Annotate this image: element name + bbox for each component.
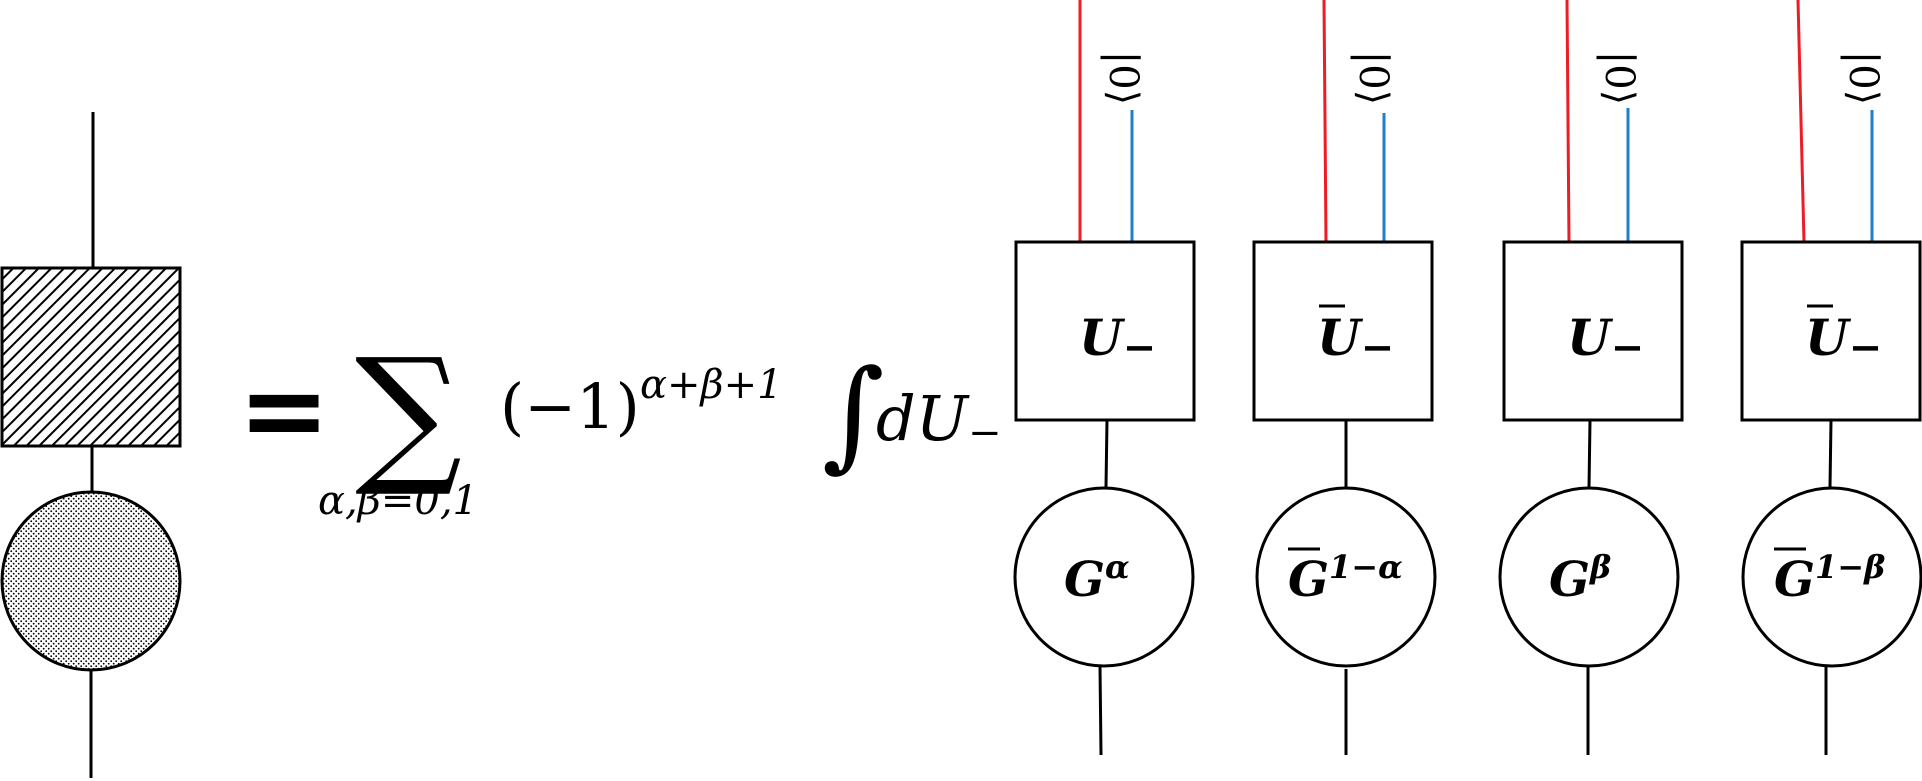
- equation: = ∑ α,β=0,1 (−1) α+β+1 ∫ dU−: [238, 327, 1001, 524]
- sum-subscript: α,β=0,1: [318, 478, 478, 524]
- red-leg: [1322, 0, 1328, 243]
- integral-symbol: ∫: [822, 345, 885, 484]
- gate-label: Gβ: [1549, 548, 1611, 608]
- middle-leg: [1104, 419, 1109, 488]
- gate-label: G1−α: [1288, 548, 1403, 608]
- unitary-label: U−: [1317, 308, 1394, 371]
- ket-zero-label: |0⟩: [1596, 51, 1642, 106]
- unitary-label: U−: [1079, 308, 1156, 371]
- gate-circle: [1013, 486, 1195, 668]
- red-leg: [1565, 0, 1571, 243]
- tensor-column-4: |0⟩ U− G1−β: [1740, 0, 1922, 755]
- tensor-column-1: |0⟩ U− Gα: [1013, 0, 1196, 756]
- red-leg: [1796, 0, 1806, 243]
- unitary-box: [1014, 240, 1196, 422]
- ket-zero-label: |0⟩: [1100, 51, 1146, 106]
- tensor-columns: |0⟩ U− Gα |0⟩ U− G1−α |0⟩ U− Gβ |0⟩ U− G1−β: [1013, 0, 1922, 756]
- equals-sign: =: [238, 346, 330, 474]
- bottom-leg: [1098, 665, 1103, 756]
- unitary-box: [1502, 240, 1684, 422]
- unitary-label: U−: [1805, 308, 1882, 371]
- gate-circle: [1498, 486, 1680, 668]
- gate-label: Gα: [1064, 548, 1130, 608]
- lhs-hatched-box: [0, 266, 182, 448]
- unitary-label: U−: [1567, 308, 1644, 371]
- ket-zero-label: |0⟩: [1840, 51, 1886, 106]
- sum-symbol: ∑: [355, 327, 462, 501]
- measure: dU−: [876, 382, 1001, 456]
- lhs-dotted-circle: [0, 490, 182, 672]
- ket-zero-label: |0⟩: [1350, 51, 1396, 106]
- middle-leg: [1828, 419, 1833, 488]
- middle-leg: [1587, 419, 1592, 489]
- tensor-column-2: |0⟩ U− G1−α: [1252, 0, 1437, 755]
- lhs-tensor: [0, 112, 182, 778]
- sign-factor: (−1): [500, 370, 640, 443]
- sign-exponent: α+β+1: [640, 362, 783, 408]
- gate-label: G1−β: [1774, 548, 1885, 608]
- gate-circle: [1255, 486, 1437, 668]
- unitary-box: [1252, 240, 1434, 422]
- tensor-column-3: |0⟩ U− Gβ: [1498, 0, 1684, 755]
- gate-circle: [1741, 486, 1922, 668]
